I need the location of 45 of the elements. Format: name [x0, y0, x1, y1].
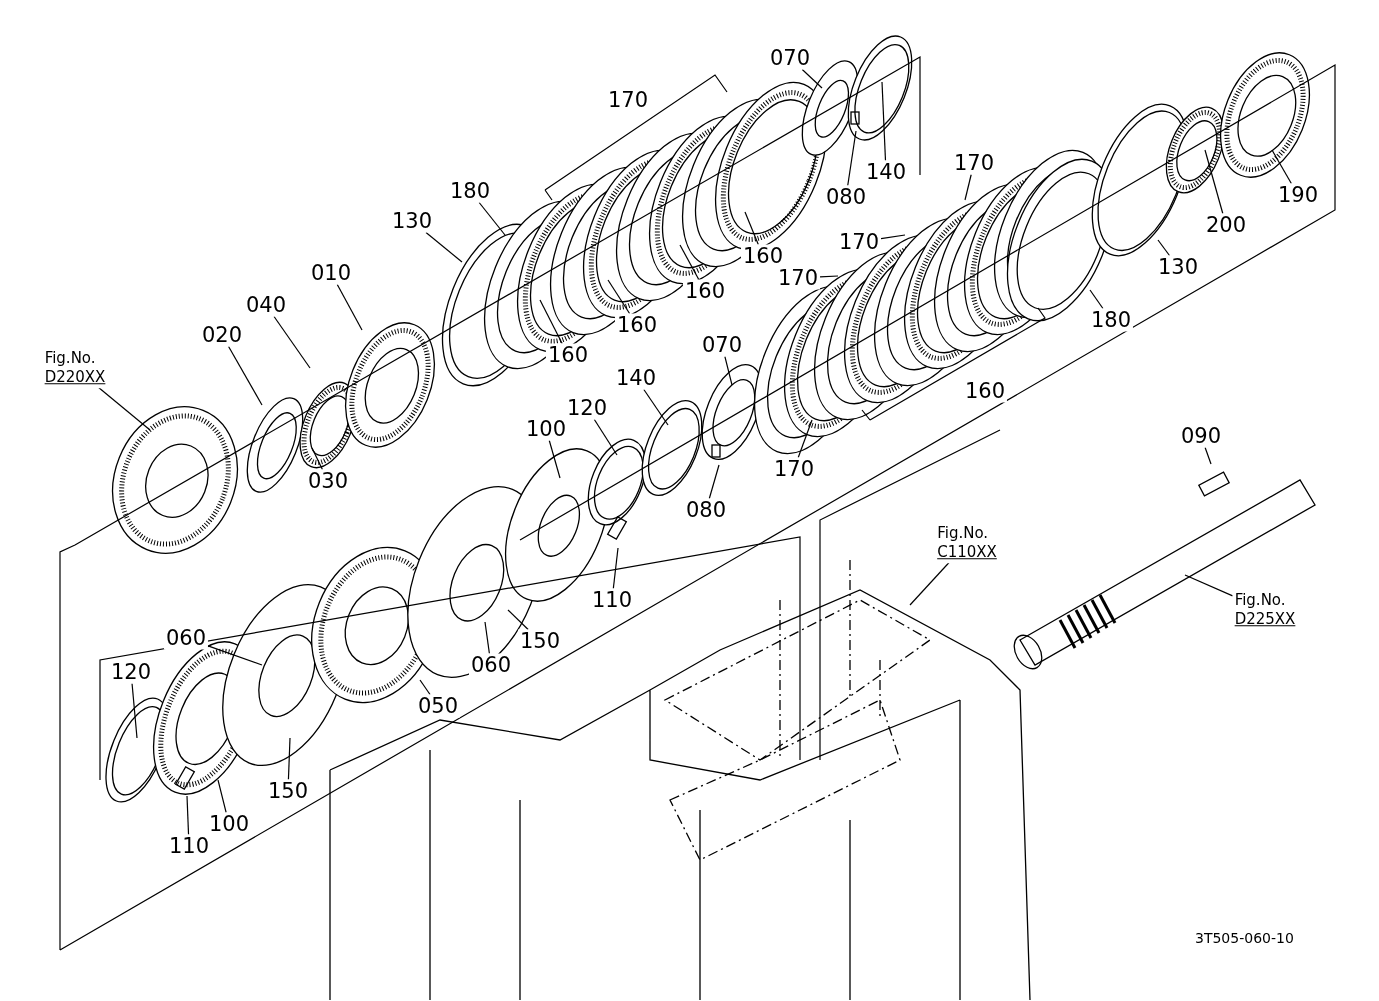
figure-reference: D225XX — [1234, 610, 1296, 629]
leader-line — [507, 609, 529, 631]
figure-reference: D220XX — [44, 368, 106, 387]
leader-line — [186, 795, 190, 836]
figure-label: Fig.No. — [1234, 591, 1287, 610]
leader-line — [1184, 574, 1234, 597]
leader-line — [643, 388, 669, 426]
leader-line — [1271, 149, 1292, 185]
leader-line — [881, 81, 887, 162]
figure-label: Fig.No. — [937, 524, 990, 543]
leader-line — [227, 345, 263, 406]
leader-line — [744, 211, 759, 246]
leader-line — [909, 562, 950, 606]
leader-line — [612, 547, 619, 590]
leader-line — [593, 418, 618, 456]
leader-line — [724, 355, 733, 386]
leader-line — [336, 283, 363, 331]
callout-number: 060 — [163, 626, 209, 650]
leader-line — [419, 679, 431, 696]
leader-line — [1204, 446, 1212, 465]
leader-line — [819, 275, 839, 278]
leader-line — [484, 621, 490, 655]
leader-line — [801, 68, 823, 89]
leader-line — [1157, 239, 1171, 257]
drawing-number: 3T505-060-10 — [1195, 930, 1294, 946]
leader-line — [207, 645, 263, 666]
leader-line — [98, 387, 151, 431]
leader-line — [131, 682, 138, 739]
leader-line — [273, 315, 311, 369]
leader-line — [847, 130, 857, 187]
leader-line — [425, 231, 463, 263]
leader-line — [548, 439, 561, 479]
leader-line — [708, 464, 720, 500]
leader-line — [679, 244, 700, 281]
figure-reference: C110XX — [937, 543, 997, 562]
leader-line — [964, 173, 972, 201]
leader-line — [880, 234, 906, 240]
leader-line — [1204, 149, 1224, 215]
leader-line — [311, 447, 324, 471]
leader-line — [539, 299, 563, 345]
leader-line — [478, 201, 506, 236]
leader-line — [1089, 289, 1104, 310]
leader-line — [287, 737, 291, 781]
figure-label: Fig.No. — [44, 349, 97, 368]
leader-line — [217, 779, 227, 814]
